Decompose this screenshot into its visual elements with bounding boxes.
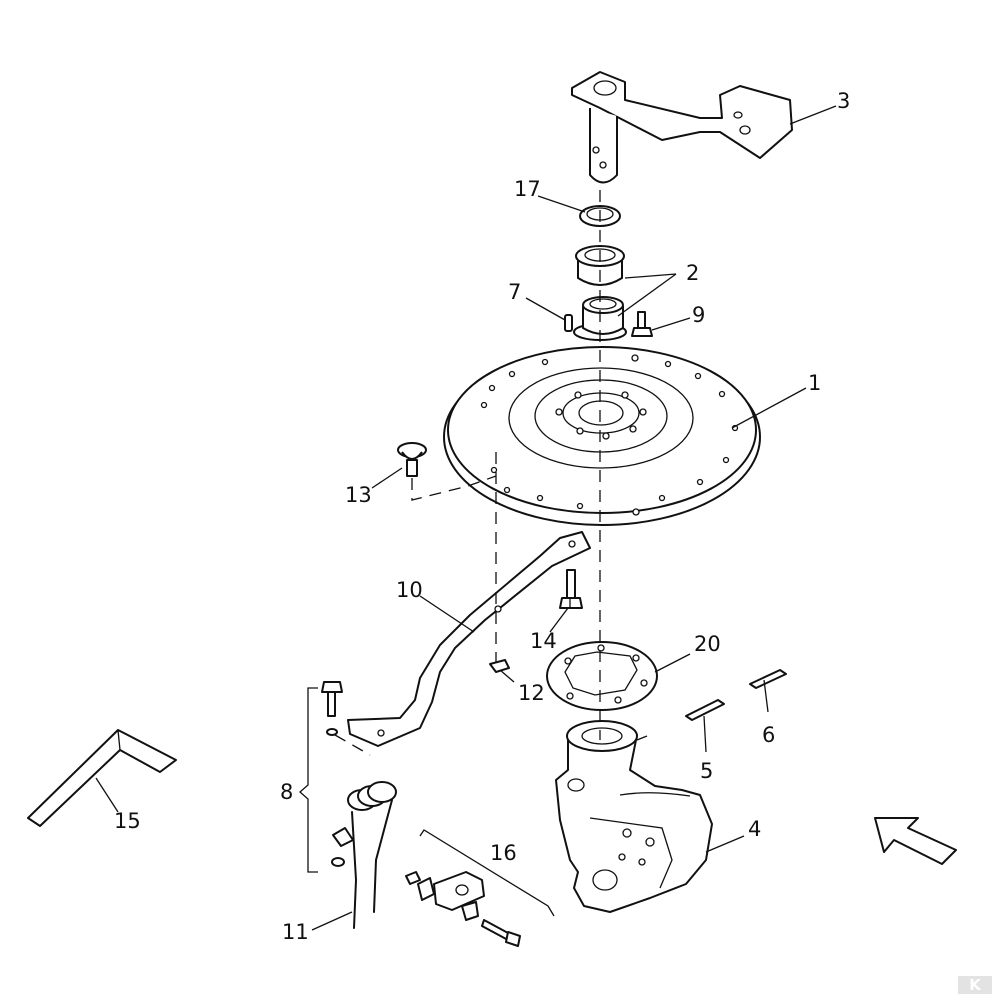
part-11-tine (351, 799, 393, 929)
part-6-pin (749, 669, 787, 689)
part-20-gasket (546, 641, 658, 711)
callout-15: 15 (114, 809, 141, 833)
brand-logo: K (958, 976, 992, 994)
part-3-bracket (571, 71, 793, 184)
part-7-pin (564, 314, 573, 332)
part-5-pin (685, 699, 725, 721)
callout-9: 9 (692, 303, 705, 327)
callout-16: 16 (490, 841, 517, 865)
callout-14: 14 (530, 629, 557, 653)
part-13-carriage-bolt (397, 442, 427, 477)
callout-10: 10 (396, 578, 423, 602)
callout-4: 4 (748, 817, 761, 841)
part-15-angle (27, 729, 177, 827)
group-16-bracket (419, 829, 555, 917)
part-1-disc (443, 346, 761, 526)
callout-8: 8 (280, 780, 293, 804)
callout-2: 2 (686, 261, 699, 285)
callout-11: 11 (282, 920, 309, 944)
part-10-strut (347, 531, 591, 747)
part-4-housing (555, 720, 713, 913)
callout-13: 13 (345, 483, 372, 507)
part-8-tine-assembly (321, 681, 397, 867)
part-14-bolt (559, 569, 583, 609)
part-2-bushing-lower (573, 296, 627, 341)
callout-6: 6 (762, 723, 775, 747)
part-16-clamp (405, 871, 521, 947)
assembly-center-lines (334, 190, 601, 756)
group-8-bracket (299, 687, 318, 873)
callout-17: 17 (514, 177, 541, 201)
part-12-nut (489, 659, 510, 673)
callout-3: 3 (837, 89, 850, 113)
callout-7: 7 (508, 280, 521, 304)
callout-1: 1 (808, 371, 821, 395)
leader-lines (95, 105, 837, 931)
callout-labels: 3 17 2 7 9 1 13 10 20 14 12 6 5 8 15 4 1… (114, 89, 850, 944)
callout-5: 5 (700, 759, 713, 783)
callout-12: 12 (518, 681, 545, 705)
part-9-bolt (631, 311, 653, 337)
callout-20: 20 (694, 632, 721, 656)
direction-arrow (874, 817, 957, 865)
